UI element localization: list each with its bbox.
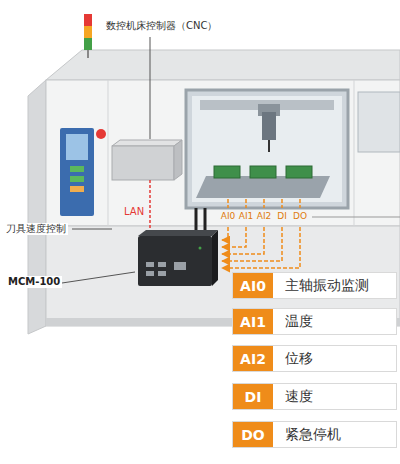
machine-window: [250, 166, 276, 178]
mcm-100-device: [158, 262, 166, 267]
machine-body: [46, 80, 400, 226]
mcm-100-device: [146, 271, 154, 276]
signal-row: AI2 位移: [232, 345, 397, 372]
cnc-controller-box: [112, 140, 182, 146]
signal-row: DI 速度: [232, 383, 397, 410]
cnc-controller-box: [112, 140, 182, 180]
signal-description: 温度: [285, 313, 313, 331]
mcm-100-device: [138, 230, 218, 236]
machine-window: [262, 112, 276, 140]
signal-tower: [84, 26, 92, 38]
mcm-100-device: [158, 271, 166, 276]
control-panel: [70, 176, 84, 182]
machine-window: [214, 166, 240, 178]
signal-row: DO 紧急停机: [232, 421, 397, 448]
mcm-100-device: [146, 262, 154, 267]
signal-row: AI1 温度: [232, 308, 397, 335]
lan-cable: [149, 180, 151, 232]
mcm-100-device: [138, 236, 212, 286]
signal-name: AI2: [240, 351, 266, 367]
machine-body: [354, 80, 355, 226]
signal-arrow: [281, 199, 283, 208]
machine-window: [192, 96, 342, 202]
signal-arrow: [227, 199, 229, 208]
control-panel: [60, 128, 94, 216]
signal-arrow: [222, 227, 246, 247]
signal-arrow: [222, 227, 264, 254]
part-label: 数控机床控制器（CNC）: [104, 20, 219, 32]
signal-arrow: [222, 227, 300, 268]
signal-tower: [84, 14, 92, 26]
signal-label: LAN: [122, 206, 146, 218]
signal-tower: [84, 38, 92, 50]
leader-line: [62, 272, 135, 283]
control-panel: [60, 128, 106, 216]
mcm-100-device: [195, 208, 198, 230]
signal-arrow: [222, 227, 228, 240]
signal-name: DI: [245, 389, 262, 405]
signal-description: 位移: [285, 350, 313, 368]
control-panel: [70, 166, 84, 172]
signal-label: DO: [291, 211, 309, 222]
signal-label: AI1: [237, 211, 256, 222]
machine-body: [108, 80, 109, 226]
mcm-100-device: [174, 262, 186, 270]
machine-window: [186, 90, 348, 208]
signal-description: 主轴振动监测: [285, 277, 369, 295]
machine-body: [28, 50, 400, 334]
leader-line: [62, 37, 400, 283]
signal-label: DI: [275, 211, 289, 222]
leader-line: [312, 217, 400, 218]
leader-line: [72, 229, 112, 230]
signal-name: AI1: [240, 314, 266, 330]
device-label: MCM-100: [6, 276, 62, 288]
signal-name: DO: [241, 427, 265, 443]
mcm-100-device: [204, 208, 207, 230]
machine-window: [268, 140, 270, 152]
mcm-100-device: [138, 208, 218, 286]
signal-tag: AI2: [233, 346, 273, 371]
machine-body: [28, 80, 46, 334]
signal-tag: DO: [233, 422, 273, 447]
machine-window: [186, 90, 348, 208]
control-panel: [96, 129, 106, 139]
signal-row: AI0 主轴振动监测: [232, 272, 397, 299]
cnc-controller-box: [174, 140, 182, 180]
machine-body: [358, 92, 400, 152]
signal-description: 紧急停机: [285, 426, 341, 444]
cnc-controller-box: [112, 146, 174, 180]
signal-arrow: [263, 199, 265, 208]
control-panel: [66, 134, 88, 160]
signal-tag: AI1: [233, 309, 273, 334]
signal-arrow: [299, 199, 301, 208]
signal-name: AI0: [240, 278, 266, 294]
signal-arrow: [222, 199, 300, 268]
machine-body: [46, 50, 400, 80]
signal-label: AI0: [219, 211, 238, 222]
signal-tower: [84, 14, 92, 58]
signal-tag: DI: [233, 384, 273, 409]
signal-description: 速度: [285, 388, 313, 406]
signal-tower: [87, 50, 89, 58]
machine-window: [286, 166, 312, 178]
mcm-100-device: [199, 247, 202, 250]
leader-line: [150, 37, 151, 139]
signal-arrow: [222, 227, 282, 261]
machine-window: [196, 176, 330, 198]
signal-tag: AI0: [233, 273, 273, 298]
part-label: 刀具速度控制: [4, 223, 68, 235]
control-panel: [70, 186, 84, 192]
mcm-100-device: [212, 230, 218, 286]
signal-arrow: [245, 199, 247, 208]
lan-cable: [150, 180, 151, 232]
signal-label: AI2: [255, 211, 274, 222]
